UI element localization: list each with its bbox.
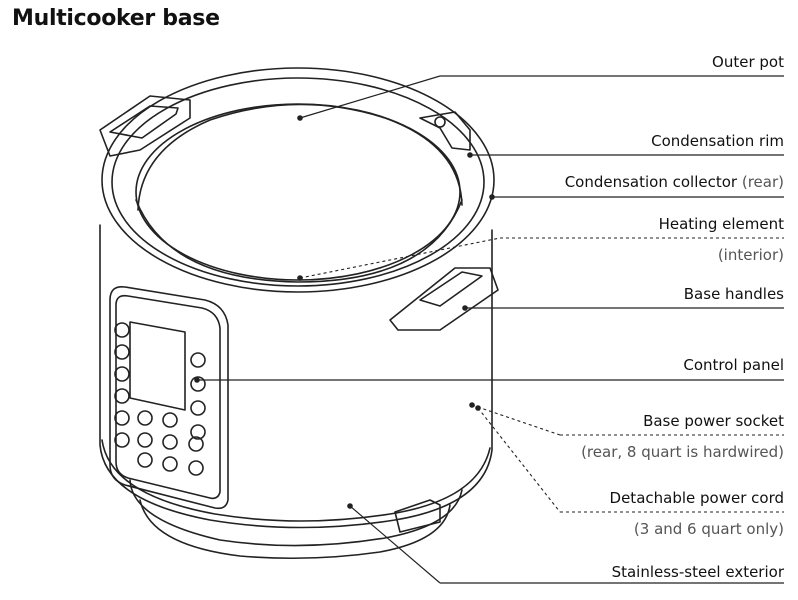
- condensation-collector-note: (rear): [741, 173, 784, 191]
- page-title: Multicooker base: [12, 6, 220, 31]
- control-panel-shape: [109, 285, 229, 510]
- label-base-power-socket-note: (rear, 8 quart is hardwired): [581, 443, 784, 461]
- label-control-panel: Control panel: [683, 356, 784, 374]
- label-heating-element-note: (interior): [717, 246, 784, 264]
- label-detachable-power-cord: Detachable power cord: [609, 489, 784, 507]
- label-stainless-steel-exterior: Stainless-steel exterior: [611, 563, 784, 581]
- label-base-handles: Base handles: [683, 285, 784, 303]
- base-handle-left: [99, 95, 191, 157]
- power-cord-plug: [394, 499, 441, 533]
- label-base-power-socket: Base power socket: [643, 412, 784, 430]
- cooker-body: [99, 224, 493, 560]
- label-heating-element: Heating element: [658, 215, 784, 233]
- label-detachable-power-cord-note: (3 and 6 quart only): [633, 520, 784, 538]
- base-handle-right: [389, 267, 499, 331]
- label-condensation-collector: Condensation collector (rear): [565, 173, 784, 191]
- label-condensation-rim: Condensation rim: [651, 132, 784, 150]
- outer-pot: [101, 67, 495, 293]
- condensation-collector-text: Condensation collector: [564, 173, 738, 191]
- label-outer-pot: Outer pot: [712, 53, 784, 71]
- condensation-collector-shape: [419, 111, 471, 151]
